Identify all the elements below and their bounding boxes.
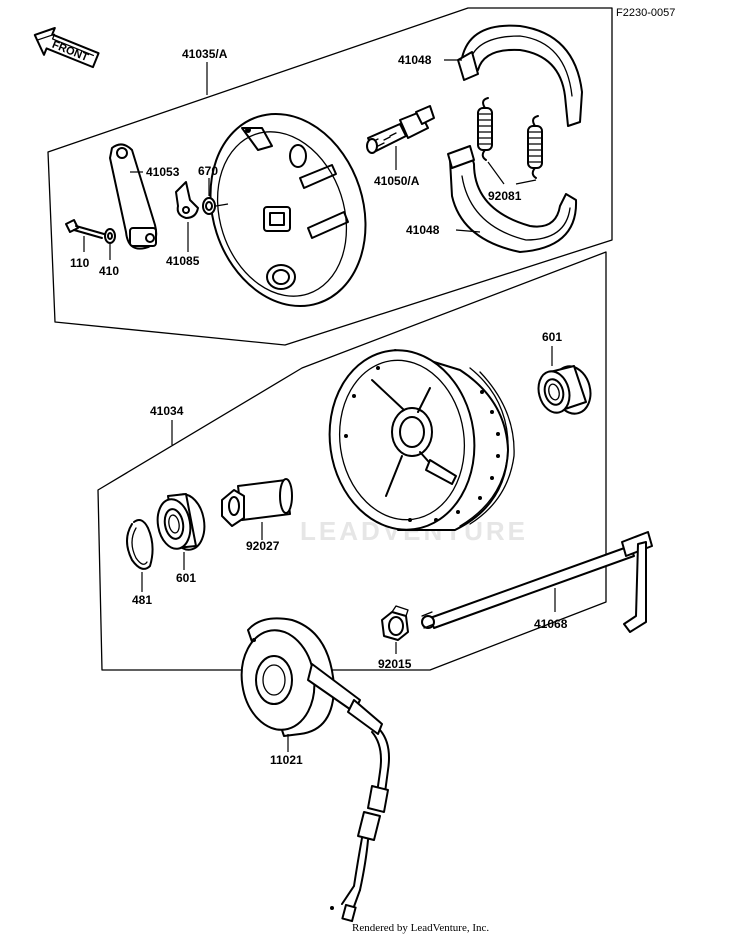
label-110: 110 xyxy=(70,256,90,270)
label-92015: 92015 xyxy=(378,657,412,671)
cam-lever xyxy=(109,143,158,250)
front-arrow-icon: FRONT xyxy=(33,26,100,69)
seal-ring xyxy=(202,197,216,215)
brake-shoe-lower xyxy=(447,145,578,253)
brake-shoe-upper xyxy=(457,24,583,127)
label-481: 481 xyxy=(132,593,152,607)
label-601-left: 601 xyxy=(176,571,196,585)
bolt xyxy=(65,219,105,239)
bearing-right xyxy=(537,365,592,415)
label-670: 670 xyxy=(198,164,218,178)
label-41035a: 41035/A xyxy=(182,47,228,61)
brake-camshaft xyxy=(366,105,435,154)
axle-nut xyxy=(381,605,409,641)
bearing-left xyxy=(156,493,206,551)
label-92027: 92027 xyxy=(246,539,280,553)
render-credit: Rendered by LeadVenture, Inc. xyxy=(352,922,489,934)
label-41034: 41034 xyxy=(150,404,184,418)
wheel-hub xyxy=(328,349,515,531)
label-41048-top: 41048 xyxy=(398,53,432,67)
brake-panel xyxy=(209,112,367,308)
label-41050a: 41050/A xyxy=(374,174,420,188)
return-spring-left xyxy=(477,97,493,161)
hub-group-outline xyxy=(97,251,607,671)
washer xyxy=(104,228,116,244)
label-41068: 41068 xyxy=(534,617,568,631)
label-410: 410 xyxy=(99,264,119,278)
label-601-right: 601 xyxy=(542,330,562,344)
return-spring-right xyxy=(527,115,543,179)
wear-indicator xyxy=(175,181,199,219)
hub-distance-collar xyxy=(221,478,293,527)
label-92081: 92081 xyxy=(488,189,522,203)
label-11021: 11021 xyxy=(270,753,303,767)
speedometer-cable xyxy=(330,729,390,923)
label-41085: 41085 xyxy=(166,254,200,268)
diagram-code: F2230-0057 xyxy=(616,7,675,19)
speedometer-gear-housing xyxy=(240,617,383,737)
label-41048-bottom: 41048 xyxy=(406,223,440,237)
front-axle xyxy=(421,531,653,633)
brake-panel-group-outline xyxy=(47,7,613,346)
circlip xyxy=(126,519,154,570)
label-41053: 41053 xyxy=(146,165,180,179)
